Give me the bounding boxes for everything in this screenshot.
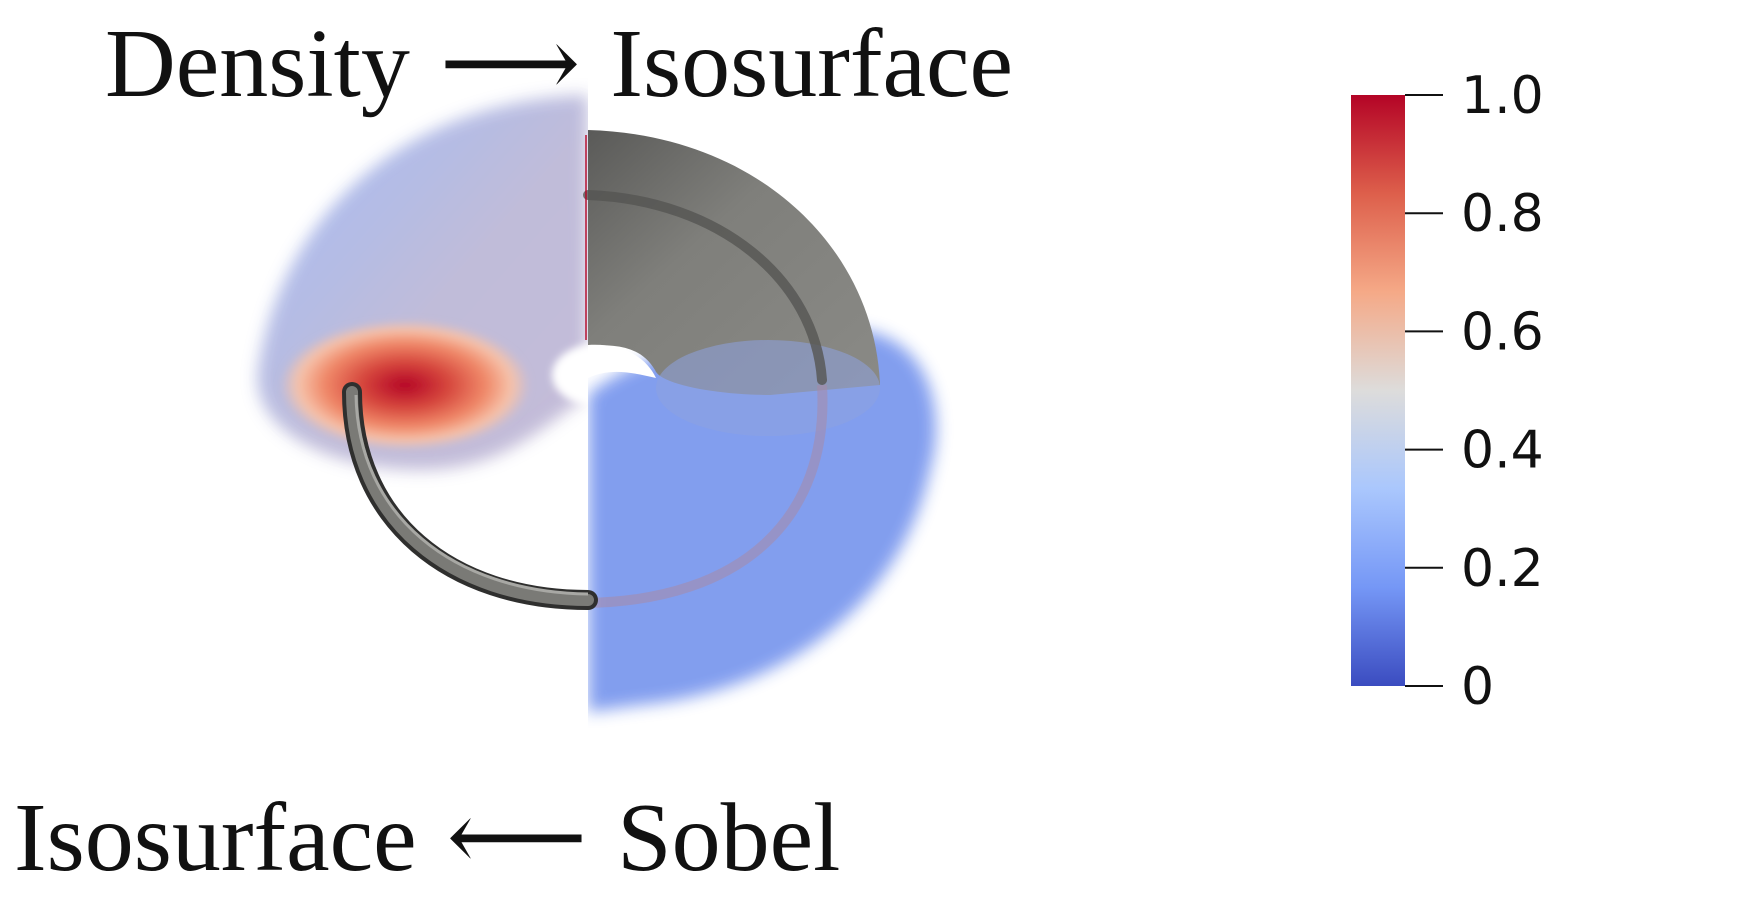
density-volume-upper-left <box>257 95 588 470</box>
sobel-tube-highlight <box>354 394 589 596</box>
label-bottom: Isosurface⟵Sobel <box>14 788 840 887</box>
colorbar-tick-label: 0.4 <box>1461 421 1544 481</box>
colorbar-tick-label: 0.8 <box>1461 184 1544 244</box>
right-arrow-icon: ⟶ <box>439 6 581 120</box>
sobel-tube <box>346 386 594 606</box>
sobel-tube-faint <box>587 384 828 608</box>
colorbar-gradient <box>1351 95 1405 686</box>
colorbar-tick-label: 0.2 <box>1461 539 1544 599</box>
left-arrow-icon: ⟵ <box>446 780 588 894</box>
colorbar-tick-label: 0 <box>1461 657 1494 717</box>
label-top: Density⟶Isosurface <box>105 14 1013 113</box>
colorbar-tick-label: 0.6 <box>1461 302 1544 362</box>
label-bottom-left: Isosurface <box>14 784 417 892</box>
density-volume-lower-right <box>588 328 936 712</box>
label-top-right: Isosurface <box>610 10 1014 118</box>
label-bottom-right: Sobel <box>617 784 841 892</box>
label-top-left: Density <box>105 10 410 118</box>
colorbar-tick-label: 1.0 <box>1461 66 1544 126</box>
